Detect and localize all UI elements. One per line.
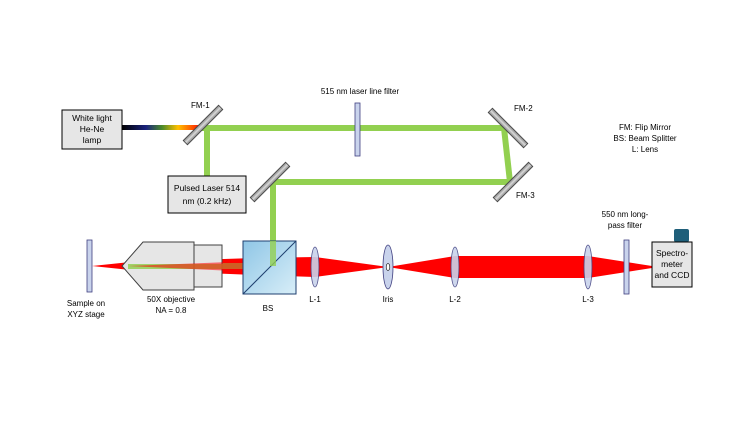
lens-l2 — [450, 246, 460, 288]
pulsed-laser-label-1: Pulsed Laser 514 — [174, 183, 240, 193]
spectrometer-box — [651, 241, 693, 288]
sample-label-1: Sample on — [67, 299, 105, 308]
objective-label-1: 50X objective — [147, 295, 196, 304]
red-beam-collimated — [455, 256, 588, 278]
pulsed-laser-box — [167, 175, 247, 214]
l2-label: L-2 — [449, 295, 461, 304]
lp-filter-label-2: pass filter — [608, 221, 643, 230]
lp-filter-label-1: 550 nm long- — [602, 210, 649, 219]
lens-l1 — [310, 246, 320, 288]
beam-splitter-diagonal — [242, 240, 297, 295]
pulsed-laser-label-2: nm (0.2 kHz) — [183, 196, 232, 206]
flip-mirror-fm2 — [487, 107, 529, 149]
l1-label: L-1 — [309, 295, 321, 304]
white-light-label-3: lamp — [83, 135, 102, 145]
iris-label: Iris — [383, 295, 394, 304]
l3-label: L-3 — [582, 295, 594, 304]
laser-line-filter — [354, 102, 361, 157]
sample-stage — [86, 239, 93, 293]
fm1-label: FM-1 — [191, 101, 210, 110]
red-beam-iris-to-l2 — [388, 256, 455, 278]
spectrometer-label-3: and CCD — [655, 270, 690, 280]
white-light-box — [61, 109, 123, 150]
white-light-label-1: White light — [72, 113, 112, 123]
legend-l: L: Lens — [632, 145, 658, 154]
fm3-label: FM-3 — [516, 191, 535, 200]
fm2-label: FM-2 — [514, 104, 533, 113]
bs-green-vertical — [270, 241, 276, 266]
filter515-label: 515 nm laser line filter — [321, 87, 400, 96]
flip-mirror-lower — [249, 161, 291, 203]
flip-mirror-fm1 — [182, 104, 224, 146]
legend-fm: FM: Flip Mirror — [619, 123, 671, 132]
long-pass-filter — [623, 239, 630, 295]
objective-label-2: NA = 0.8 — [156, 306, 187, 315]
bs-label: BS — [263, 304, 274, 313]
red-beam-to-spectrometer — [588, 256, 652, 278]
white-light-label-2: He-Ne — [80, 124, 105, 134]
spectrometer-label-1: Spectro- — [656, 248, 688, 258]
lamp-beam — [122, 125, 202, 130]
spectrometer-label-2: meter — [661, 259, 683, 269]
lens-l3 — [583, 244, 593, 290]
objective-red-core — [128, 261, 255, 272]
flip-mirror-fm3 — [492, 161, 534, 203]
sample-label-2: XYZ stage — [67, 310, 105, 319]
iris-aperture — [385, 263, 391, 271]
legend-bs: BS: Beam Splitter — [613, 134, 676, 143]
detector-head — [674, 229, 689, 242]
